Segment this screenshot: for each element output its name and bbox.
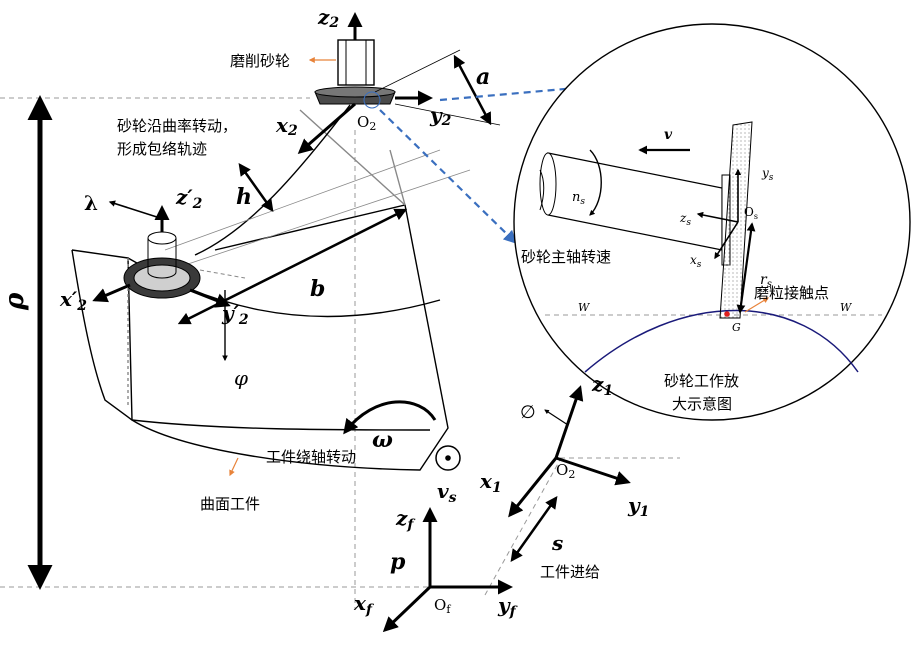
a-dimension (374, 49, 501, 126)
grain-contact-label: 磨粒接触点 (754, 284, 829, 302)
zf-label: zf (395, 506, 416, 533)
reference-dashed-lines (0, 97, 680, 610)
phi-label: φ (234, 366, 248, 390)
vs-out-of-plane-icon (435, 445, 461, 471)
y2p-label: y′2 (221, 301, 249, 328)
G-label: G (732, 321, 741, 334)
Of-label: Of (434, 596, 451, 616)
ns-label: ns (572, 190, 585, 207)
grinding-wheel-top (314, 39, 396, 105)
b-label: b (310, 276, 325, 302)
W-right-label: W (840, 301, 853, 314)
zoom-view-label-1: 砂轮工作放 (664, 372, 739, 390)
yf-label: yf (497, 593, 519, 620)
Os-label: Os (744, 205, 758, 221)
x2-label: x2 (275, 113, 298, 139)
workpiece-rotation-label: 工件绕轴转动 (266, 448, 356, 466)
contact-highlight (363, 91, 381, 109)
ys-label: ys (761, 166, 774, 183)
zoom-view-label-2: 大示意图 (672, 395, 732, 413)
x2-axis (297, 102, 356, 154)
p-label: p (390, 549, 406, 575)
empty-set-label: ∅ (520, 402, 536, 423)
z2p-label: z′2 (175, 185, 203, 212)
z1-label: z1 (591, 372, 613, 399)
s-label: s (551, 531, 563, 555)
wheel-rotation-label-1: 砂轮沿曲率转动， (117, 117, 237, 135)
y1-label: y1 (627, 493, 649, 520)
omega-label: ω (372, 427, 393, 453)
zoom-circle (513, 23, 911, 421)
W-left-label: W (578, 301, 591, 314)
zs-label: zs (679, 211, 691, 228)
z2-label: z2 (317, 5, 339, 31)
v-label: v (664, 127, 673, 143)
workpiece-feed-label: 工件进给 (540, 563, 600, 581)
curved-workpiece (71, 109, 449, 471)
xs-label: xs (690, 253, 702, 270)
x2p-axis (92, 283, 131, 303)
spindle-speed-label: 砂轮主轴转速 (521, 248, 611, 266)
h-label: h (236, 184, 252, 210)
grinding-wheel-label: 磨削砂轮 (230, 52, 290, 70)
curved-workpiece-label: 曲面工件 (200, 495, 260, 513)
frame-O2-lower (508, 385, 631, 563)
O2-lower-label: O2 (556, 461, 575, 481)
wheel-rotation-label-2: 形成包络轨迹 (117, 140, 207, 158)
lambda-axis (108, 200, 161, 219)
rs-label: rs (760, 272, 772, 290)
xf-label: xf (353, 591, 375, 618)
x2p-label: x′2 (59, 287, 87, 314)
lambda-label: λ (84, 191, 98, 215)
omega-rotation-arrow (343, 400, 437, 435)
frame-Of (382, 507, 513, 633)
workpiece-callout (229, 457, 239, 477)
grinding-wheel-contact (123, 231, 246, 299)
vs-label: vs (437, 479, 457, 506)
O2-top-label: O2 (357, 113, 376, 133)
y2p-axis (189, 288, 231, 308)
x1-label: x1 (479, 469, 502, 496)
rho-label: ρ (0, 292, 30, 311)
y2-label: y2 (429, 103, 452, 129)
a-label: a (476, 64, 490, 90)
